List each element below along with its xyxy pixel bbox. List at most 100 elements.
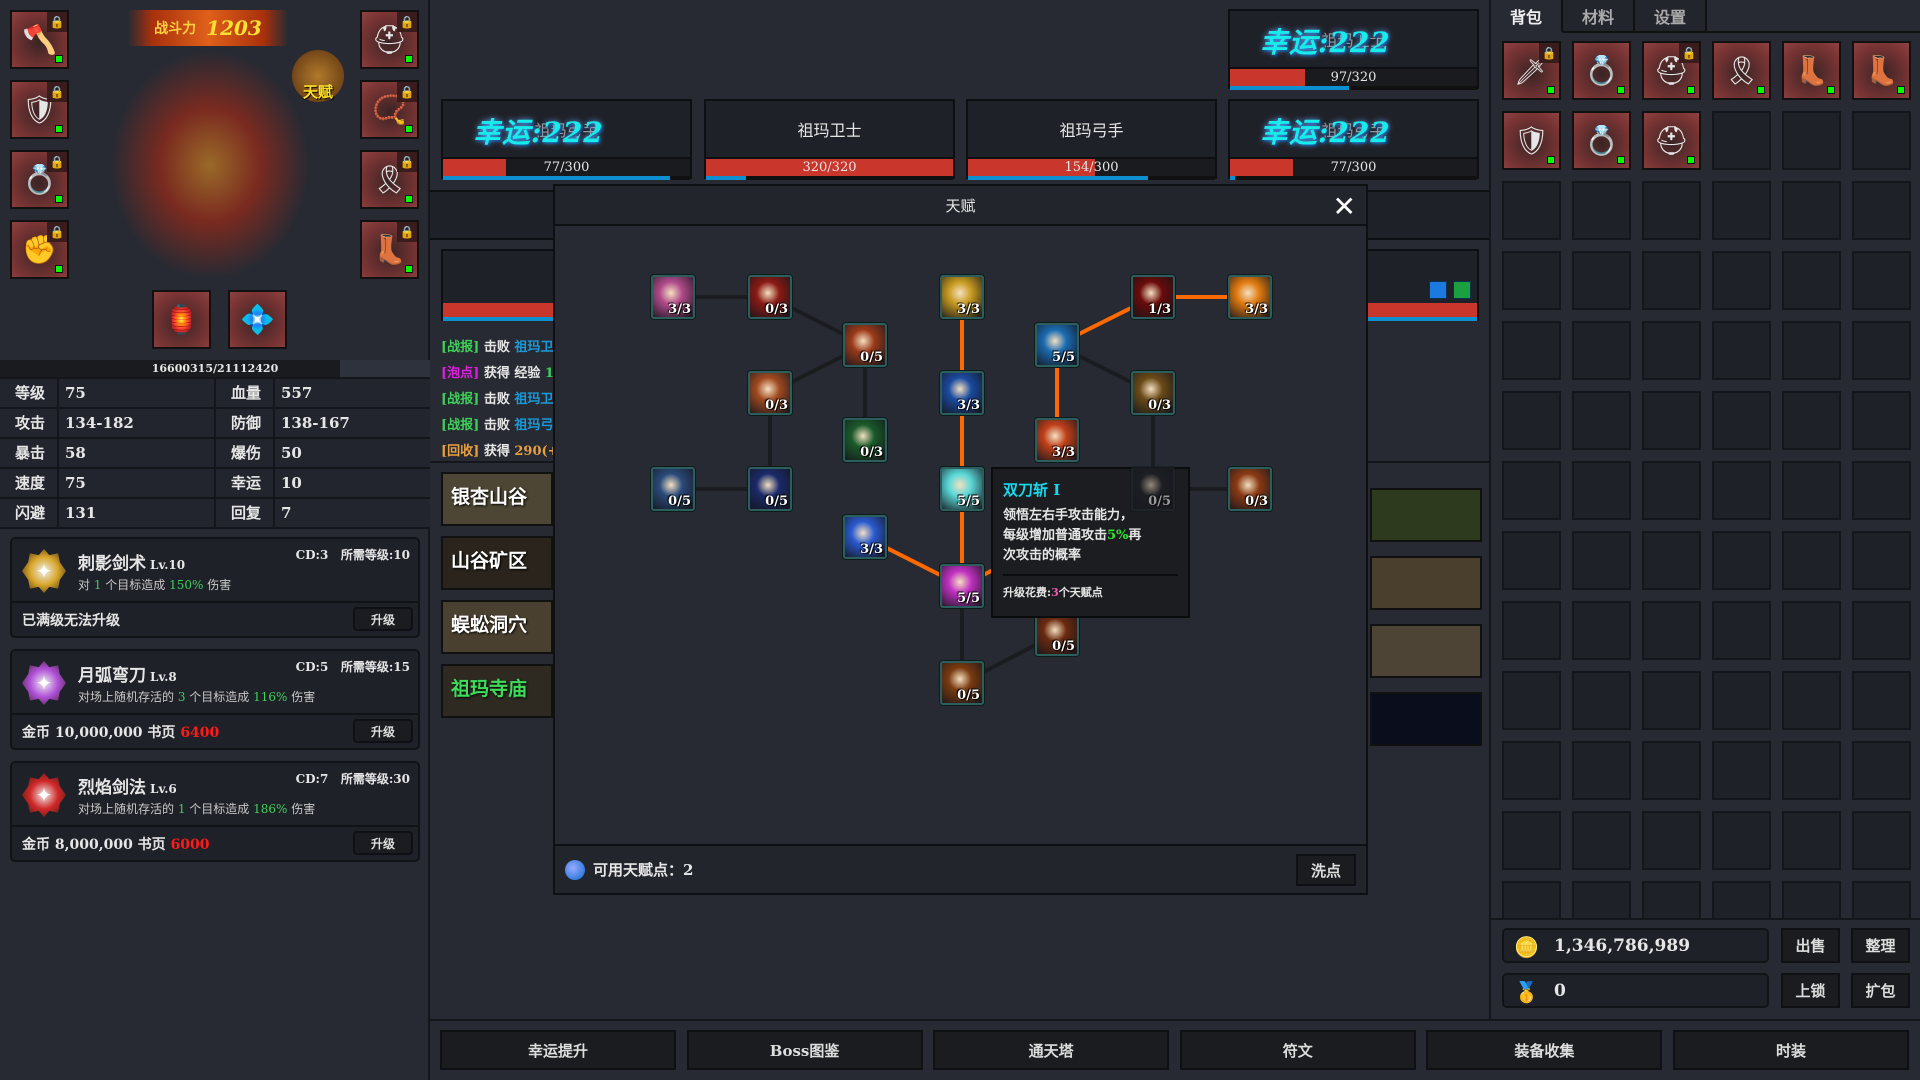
inventory-slot[interactable]: ⛑🔒 xyxy=(1642,41,1701,100)
zone-button[interactable]: 山谷矿区 xyxy=(441,536,553,590)
inventory-slot-empty[interactable] xyxy=(1572,741,1631,800)
bottom-menu-button[interactable]: 幸运提升 xyxy=(440,1030,676,1070)
bottom-menu-button[interactable]: 时装 xyxy=(1673,1030,1909,1070)
inventory-slot-empty[interactable] xyxy=(1712,111,1771,170)
inventory-slot-empty[interactable] xyxy=(1642,881,1701,918)
inventory-slot-empty[interactable] xyxy=(1782,461,1841,520)
inventory-slot-empty[interactable] xyxy=(1782,391,1841,450)
inventory-slot-empty[interactable] xyxy=(1852,531,1911,590)
talent-node[interactable]: 0/5 xyxy=(940,661,984,705)
inventory-slot-empty[interactable] xyxy=(1572,811,1631,870)
inventory-slot-empty[interactable] xyxy=(1782,881,1841,918)
accessory-slot[interactable]: 🏮 xyxy=(152,290,211,349)
zone-button[interactable]: 蜈蚣洞穴 xyxy=(441,600,553,654)
inventory-slot-empty[interactable] xyxy=(1852,601,1911,660)
inventory-slot-empty[interactable] xyxy=(1782,111,1841,170)
inventory-slot-empty[interactable] xyxy=(1642,531,1701,590)
bottom-menu-button[interactable]: 装备收集 xyxy=(1426,1030,1663,1070)
talent-node[interactable]: 3/3 xyxy=(843,515,887,559)
inventory-slot-empty[interactable] xyxy=(1502,181,1561,240)
talent-node[interactable]: 0/3 xyxy=(843,418,887,462)
talent-node[interactable]: 5/5 xyxy=(940,467,984,511)
inventory-slot-empty[interactable] xyxy=(1782,531,1841,590)
inventory-slot-empty[interactable] xyxy=(1712,391,1771,450)
equipment-slot[interactable]: 💍🔒 xyxy=(10,150,69,209)
bag-tab[interactable]: 设置 xyxy=(1635,0,1707,33)
inventory-slot-empty[interactable] xyxy=(1642,671,1701,730)
talent-node[interactable]: 3/3 xyxy=(1035,418,1079,462)
inventory-slot-empty[interactable] xyxy=(1572,881,1631,918)
inventory-slot-empty[interactable] xyxy=(1642,251,1701,310)
inventory-slot-empty[interactable] xyxy=(1642,391,1701,450)
enemy-card[interactable]: 祖玛弓手幸运:222 77/300 xyxy=(1228,99,1479,180)
bottom-menu-button[interactable]: 通天塔 xyxy=(933,1030,1170,1070)
upgrade-skill-button[interactable]: 升级 xyxy=(353,607,413,631)
bag-tab[interactable]: 背包 xyxy=(1491,0,1563,33)
talent-node[interactable]: 0/5 xyxy=(651,467,695,511)
inventory-slot[interactable]: 👢 xyxy=(1852,41,1911,100)
inventory-slot-empty[interactable] xyxy=(1852,671,1911,730)
talent-node[interactable]: 0/5 xyxy=(843,323,887,367)
talent-node[interactable]: 0/3 xyxy=(1228,467,1272,511)
inventory-slot-empty[interactable] xyxy=(1712,461,1771,520)
inventory-slot-empty[interactable] xyxy=(1852,881,1911,918)
inventory-slot-empty[interactable] xyxy=(1712,741,1771,800)
inventory-slot-empty[interactable] xyxy=(1852,811,1911,870)
inventory-slot-empty[interactable] xyxy=(1502,321,1561,380)
talent-node[interactable]: 0/3 xyxy=(748,371,792,415)
talent-node[interactable]: 1/3 xyxy=(1131,275,1175,319)
zone-thumb[interactable] xyxy=(1370,624,1482,678)
inventory-slot[interactable]: 💍 xyxy=(1572,41,1631,100)
equipment-slot[interactable]: 🪓🔒 xyxy=(10,10,69,69)
inventory-slot-empty[interactable] xyxy=(1642,741,1701,800)
inventory-slot-empty[interactable] xyxy=(1502,881,1561,918)
inventory-slot-empty[interactable] xyxy=(1712,531,1771,590)
inventory-slot-empty[interactable] xyxy=(1572,671,1631,730)
inventory-slot-empty[interactable] xyxy=(1502,391,1561,450)
talent-node[interactable]: 3/3 xyxy=(940,275,984,319)
inventory-slot-empty[interactable] xyxy=(1572,601,1631,660)
bottom-menu-button[interactable]: Boss图鉴 xyxy=(686,1030,923,1070)
inventory-slot-empty[interactable] xyxy=(1782,811,1841,870)
zone-thumb[interactable] xyxy=(1370,488,1482,542)
sell-button[interactable]: 出售 xyxy=(1781,928,1840,963)
zone-button[interactable]: 银杏山谷 xyxy=(441,472,553,526)
talent-node[interactable]: 3/3 xyxy=(940,371,984,415)
equipment-slot[interactable]: ⛑🔒 xyxy=(360,10,419,69)
inventory-slot-empty[interactable] xyxy=(1782,741,1841,800)
reset-talents-button[interactable]: 洗点 xyxy=(1296,854,1356,886)
zone-thumb[interactable] xyxy=(1370,556,1482,610)
talent-node[interactable]: 3/3 xyxy=(1228,275,1272,319)
enemy-card[interactable]: 祖玛卫士 320/320 xyxy=(704,99,955,180)
inventory-slot[interactable]: ⛑ xyxy=(1642,111,1701,170)
inventory-slot-empty[interactable] xyxy=(1572,321,1631,380)
inventory-slot-empty[interactable] xyxy=(1502,461,1561,520)
inventory-slot-empty[interactable] xyxy=(1572,391,1631,450)
inventory-slot-empty[interactable] xyxy=(1782,181,1841,240)
equipment-slot[interactable]: 🛡🔒 xyxy=(10,80,69,139)
talent-badge-button[interactable]: 天赋 xyxy=(292,50,344,102)
inventory-slot-empty[interactable] xyxy=(1572,531,1631,590)
inventory-slot-empty[interactable] xyxy=(1712,321,1771,380)
inventory-slot-empty[interactable] xyxy=(1712,601,1771,660)
sort-button[interactable]: 整理 xyxy=(1851,928,1910,963)
equipment-slot[interactable]: ✊🔒 xyxy=(10,220,69,279)
equipment-slot[interactable]: 🎗🔒 xyxy=(360,150,419,209)
inventory-slot[interactable]: 🎗 xyxy=(1712,41,1771,100)
inventory-slot[interactable]: 🗡🔒 xyxy=(1502,41,1561,100)
inventory-slot[interactable]: 🛡 xyxy=(1502,111,1561,170)
inventory-slot-empty[interactable] xyxy=(1642,601,1701,660)
inventory-slot-empty[interactable] xyxy=(1852,741,1911,800)
equipment-slot[interactable]: 👢🔒 xyxy=(360,220,419,279)
inventory-slot-empty[interactable] xyxy=(1852,181,1911,240)
inventory-slot-empty[interactable] xyxy=(1712,671,1771,730)
talent-node[interactable]: 5/5 xyxy=(940,564,984,608)
talent-node[interactable]: 0/5 xyxy=(1035,612,1079,656)
inventory-slot-empty[interactable] xyxy=(1642,321,1701,380)
inventory-slot-empty[interactable] xyxy=(1782,321,1841,380)
talent-node[interactable]: 0/3 xyxy=(748,275,792,319)
upgrade-skill-button[interactable]: 升级 xyxy=(353,719,413,743)
talent-node[interactable]: 0/3 xyxy=(1131,371,1175,415)
inventory-slot-empty[interactable] xyxy=(1712,251,1771,310)
inventory-slot-empty[interactable] xyxy=(1852,111,1911,170)
